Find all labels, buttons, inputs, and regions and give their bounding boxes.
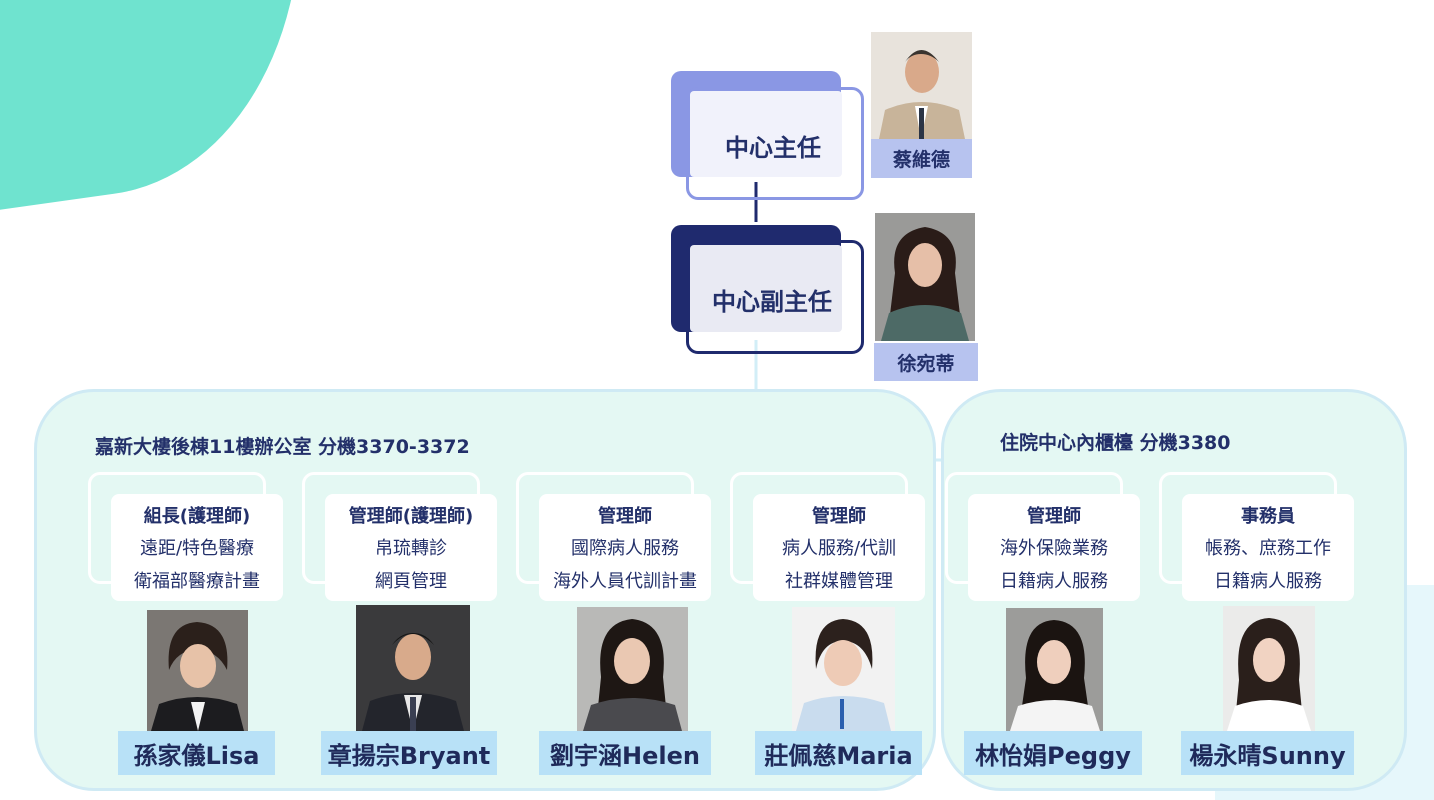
staff-duty: 病人服務/代訓 <box>781 538 897 559</box>
director-box-frame <box>686 87 864 200</box>
staff-name: 莊佩慈Maria <box>755 731 922 775</box>
director-photo <box>871 32 972 139</box>
staff-card: 管理師 病人服務/代訓 社群媒體管理 <box>753 494 925 601</box>
person-photo-icon <box>1223 606 1315 731</box>
person-photo-icon <box>356 605 470 731</box>
staff-duty: 海外人員代訓計畫 <box>553 571 697 592</box>
staff-duty: 日籍病人服務 <box>1000 571 1108 592</box>
staff-role: 管理師 <box>598 506 652 527</box>
person-photo-icon <box>871 32 972 139</box>
staff-photo <box>792 607 895 731</box>
staff-card: 管理師 國際病人服務 海外人員代訓計畫 <box>539 494 711 601</box>
staff-name: 章揚宗Bryant <box>321 731 497 775</box>
person-photo-icon <box>792 607 895 731</box>
staff-name: 林怡娟Peggy <box>964 731 1142 775</box>
person-photo-icon <box>147 610 248 731</box>
staff-role: 管理師(護理師) <box>348 506 474 527</box>
staff-name: 孫家儀Lisa <box>118 731 275 775</box>
staff-duty: 海外保險業務 <box>1000 538 1108 559</box>
staff-card: 組長(護理師) 遠距/特色醫療 衛福部醫療計畫 <box>111 494 283 601</box>
director-title: 中心主任 <box>725 134 821 162</box>
person-photo-icon <box>1006 608 1103 731</box>
deputy-box-frame <box>686 240 864 354</box>
deputy-title: 中心副主任 <box>712 288 832 316</box>
staff-name: 劉宇涵Helen <box>539 731 711 775</box>
staff-photo <box>147 610 248 731</box>
deputy-photo <box>875 213 975 341</box>
staff-photo <box>577 607 688 731</box>
staff-duty: 帳務、庶務工作 <box>1205 538 1331 559</box>
staff-photo <box>1223 606 1315 731</box>
person-photo-icon <box>875 213 975 341</box>
person-photo-icon <box>577 607 688 731</box>
staff-duty: 遠距/特色醫療 <box>139 538 255 559</box>
staff-duty: 衛福部醫療計畫 <box>134 571 260 592</box>
staff-photo <box>356 605 470 731</box>
staff-duty: 帛琉轉診 <box>375 538 447 559</box>
staff-card: 事務員 帳務、庶務工作 日籍病人服務 <box>1182 494 1354 601</box>
staff-duty: 國際病人服務 <box>571 538 679 559</box>
staff-duty: 日籍病人服務 <box>1214 571 1322 592</box>
staff-name: 楊永晴Sunny <box>1181 731 1354 775</box>
staff-role: 管理師 <box>812 506 866 527</box>
deputy-box-fill <box>690 245 842 332</box>
staff-duty: 網頁管理 <box>375 571 447 592</box>
staff-role: 事務員 <box>1241 506 1295 527</box>
group-inpatient-title: 住院中心內櫃檯 分機3380 <box>1000 432 1231 454</box>
director-name: 蔡維德 <box>871 139 972 178</box>
deputy-name: 徐宛蒂 <box>874 343 978 381</box>
staff-photo <box>1006 608 1103 731</box>
staff-role: 組長(護理師) <box>143 506 251 527</box>
group-office-title: 嘉新大樓後棟11樓辦公室 分機3370-3372 <box>95 436 470 458</box>
staff-card: 管理師 海外保險業務 日籍病人服務 <box>968 494 1140 601</box>
staff-card: 管理師(護理師) 帛琉轉診 網頁管理 <box>325 494 497 601</box>
staff-role: 管理師 <box>1027 506 1081 527</box>
staff-duty: 社群媒體管理 <box>785 571 893 592</box>
director-box-fill <box>690 91 842 177</box>
